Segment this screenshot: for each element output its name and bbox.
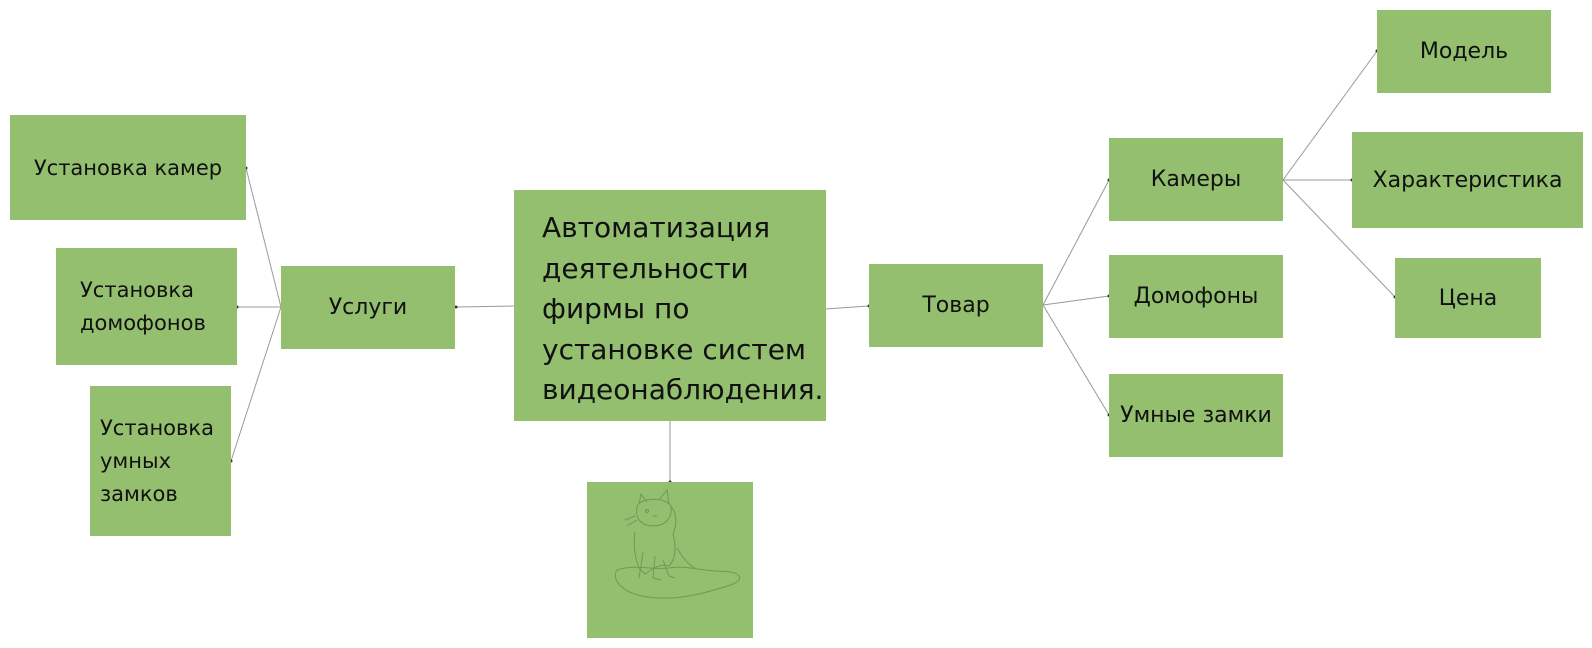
goods-item-cameras[interactable]: Камеры [1109, 138, 1283, 221]
cat-sketch-icon [614, 488, 741, 599]
goods-item-smart-locks[interactable]: Умные замки [1109, 374, 1283, 457]
services-node[interactable]: Услуги [281, 266, 455, 349]
connector-goods-locks [1042, 304, 1110, 416]
root-node[interactable]: Автоматизация деятельности фирмы по уста… [514, 190, 826, 421]
service-item-label: Установка камер [33, 155, 223, 180]
camera-detail-label: Характеристика [1372, 167, 1563, 193]
connector-goods-intercoms [1042, 295, 1110, 306]
connector-goods-cameras [1042, 179, 1110, 306]
goods-item-label: Умные замки [1120, 403, 1272, 428]
camera-detail-characteristic[interactable]: Характеристика [1352, 132, 1583, 228]
goods-item-intercoms[interactable]: Домофоны [1109, 255, 1283, 338]
goods-node-label: Товар [922, 293, 990, 318]
service-item-install-intercoms[interactable]: Установка домофонов [56, 248, 237, 365]
camera-detail-label: Цена [1438, 285, 1498, 311]
connector-root-goods [824, 305, 870, 310]
connector-root-services [455, 305, 515, 308]
connector-services-install-locks [230, 306, 282, 462]
goods-item-label: Камеры [1150, 167, 1242, 192]
goods-node[interactable]: Товар [869, 264, 1043, 347]
service-item-label: Установка умных замков [100, 415, 214, 506]
camera-detail-model[interactable]: Модель [1377, 10, 1551, 93]
service-item-install-locks[interactable]: Установка умных замков [90, 386, 231, 536]
root-node-label: Автоматизация деятельности фирмы по уста… [542, 211, 824, 407]
goods-item-label: Домофоны [1133, 284, 1259, 309]
services-node-label: Услуги [328, 295, 408, 320]
illustration-node[interactable] [587, 482, 753, 638]
camera-detail-label: Модель [1419, 39, 1509, 64]
service-item-label: Установка домофонов [80, 277, 206, 335]
camera-detail-price[interactable]: Цена [1395, 258, 1541, 338]
service-item-install-cameras[interactable]: Установка камер [10, 115, 246, 220]
connector-services-install-cameras [245, 167, 282, 308]
